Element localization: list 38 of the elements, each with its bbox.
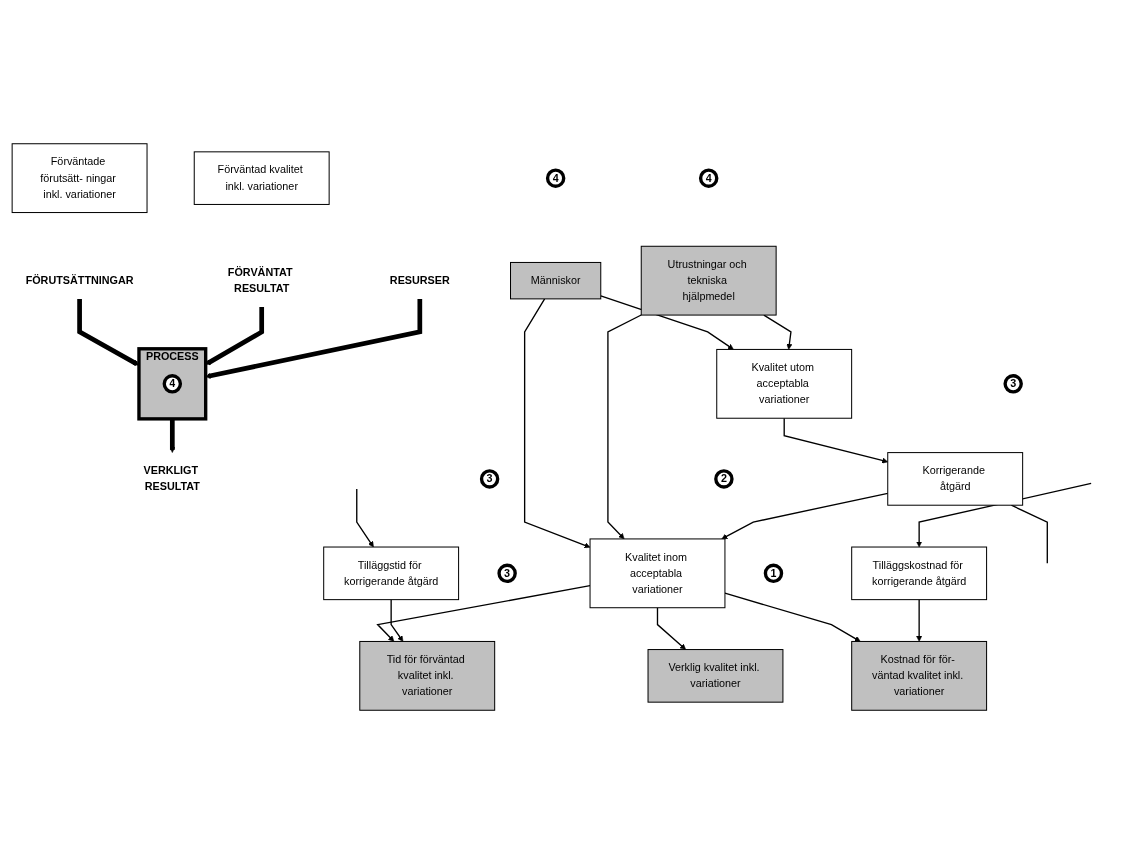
arrow [783,417,888,464]
node-box [510,261,602,300]
node-box [716,348,853,419]
node-text: VERKLIGT RESULTAT [143,464,200,493]
arrow [656,607,686,650]
node-circle [162,374,183,394]
arrow [390,598,404,642]
node-box [887,452,1024,506]
arrow [376,585,591,642]
node-circle [714,469,734,489]
node-box [851,640,988,711]
node-circle [497,563,517,584]
arrow [607,314,642,540]
node-text: FÖRUTSÄTTNINGAR [25,274,134,287]
node-box [323,546,460,601]
arrow [205,298,423,379]
arrow [600,295,734,350]
arrow [169,418,176,453]
node-box [640,245,777,316]
node-text: FÖRVÄNTAT RESULTAT [227,266,293,295]
node-box [359,640,496,711]
arrow [523,298,591,549]
node-circle [698,168,719,188]
node-circle [1003,374,1023,394]
node-box [11,143,148,214]
cluster [137,347,208,421]
arrow [356,488,374,548]
arrow [916,598,923,642]
arrow [763,314,793,350]
node-circle [545,168,566,188]
node-box [647,649,784,703]
node-circle [763,563,784,584]
node-box [589,538,726,609]
node-box [193,151,330,205]
node-box [851,546,988,601]
arrow [724,592,861,642]
node-text: RESURSER [389,274,450,287]
node-circle [479,469,500,489]
